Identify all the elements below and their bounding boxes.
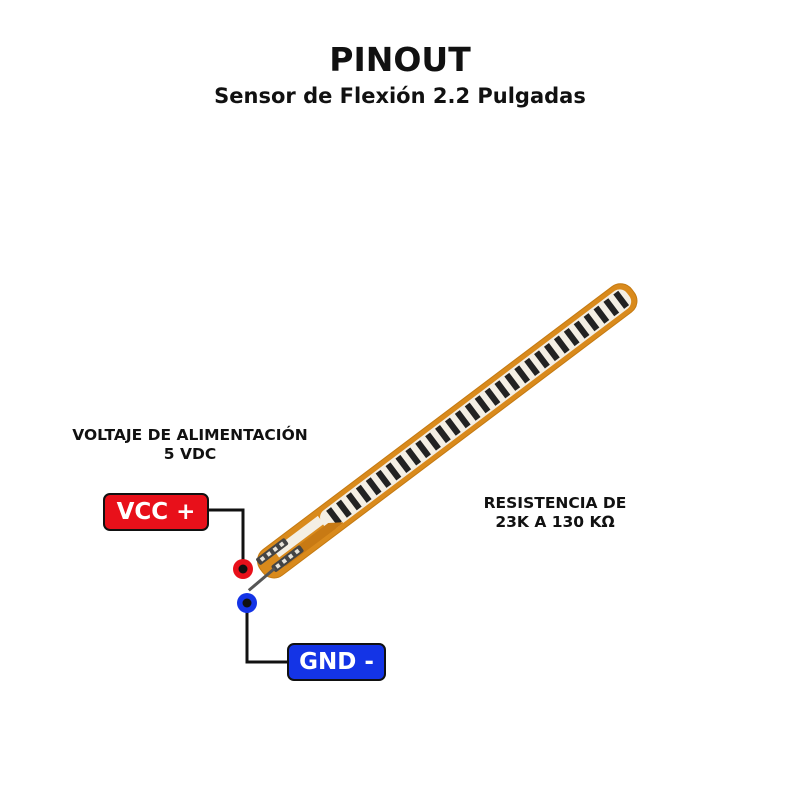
sensor-stripe [603, 298, 620, 317]
sensor-stripe [395, 454, 412, 474]
sensor-stripe [326, 507, 342, 526]
sensor-stripe [464, 402, 481, 421]
supply-voltage-title: VOLTAJE DE ALIMENTACIÓN [72, 426, 308, 444]
vcc-connector-line [207, 508, 245, 568]
sensor-stripe [336, 499, 352, 518]
sensor-stripe [345, 492, 362, 511]
sensor-stripe [583, 313, 600, 332]
lead-wire [247, 567, 276, 592]
supply-voltage-value: 5 VDC [163, 445, 217, 463]
gnd-connector-line [245, 603, 287, 664]
gnd-pin-marker[interactable] [237, 593, 257, 613]
sensor-stripe [365, 477, 382, 496]
resistance-value: 23K A 130 KΩ [495, 513, 615, 531]
sensor-stripe [355, 484, 372, 503]
sensor-stripe [593, 305, 610, 324]
sensor-stripe [415, 439, 432, 459]
gnd-pin-label[interactable]: GND - [287, 643, 386, 681]
sensor-stripe [543, 342, 560, 362]
sensor-stripe [444, 417, 461, 436]
sensor-trace-light [273, 515, 324, 558]
sensor-stripe [425, 432, 441, 451]
sensor-stripe [375, 469, 392, 488]
resistance-caption: RESISTENCIA DE 23K A 130 KΩ [455, 494, 655, 532]
supply-voltage-caption: VOLTAJE DE ALIMENTACIÓN 5 VDC [40, 426, 340, 464]
sensor-stripe [484, 387, 501, 406]
sensor-stripe [563, 328, 580, 347]
sensor-stripe [553, 335, 570, 354]
sensor-stripe [454, 410, 471, 429]
sensor-stripe [524, 357, 540, 376]
flex-sensor [247, 283, 638, 592]
sensor-stripe [405, 447, 422, 466]
vcc-pin-marker[interactable] [233, 559, 253, 579]
page-title: PINOUT [329, 40, 471, 79]
sensor-stripes [326, 290, 630, 526]
sensor-stripe [494, 380, 511, 399]
sensor-stripe [474, 395, 491, 414]
sensor-stripe [534, 350, 550, 369]
sensor-stripe [504, 372, 521, 391]
page-subtitle: Sensor de Flexión 2.2 Pulgadas [214, 84, 586, 108]
sensor-stripe [435, 425, 451, 444]
sensor-stripe [385, 462, 402, 481]
vcc-pin-label[interactable]: VCC + [103, 493, 209, 531]
sensor-stripe [514, 365, 531, 384]
resistance-title: RESISTENCIA DE [483, 494, 627, 512]
sensor-stripe [613, 290, 630, 309]
sensor-stripe [573, 320, 590, 339]
